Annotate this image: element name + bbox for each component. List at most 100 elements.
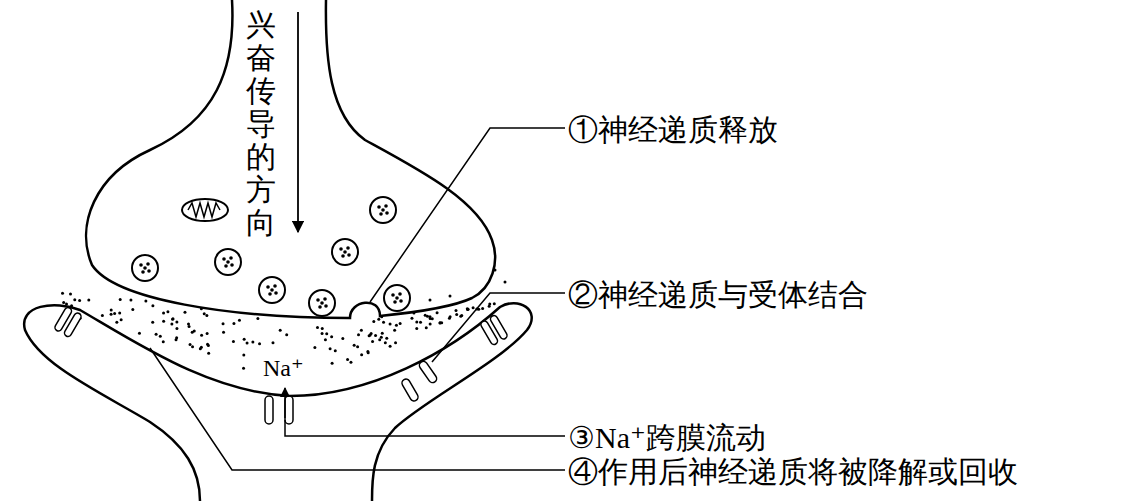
neurotransmitter-dot: [119, 298, 122, 301]
callout-label: ④作用后神经递质将被降解或回收: [568, 452, 1018, 493]
neurotransmitter-dot: [70, 304, 73, 307]
neurotransmitter-dot: [466, 307, 469, 310]
neurotransmitter-dot: [357, 333, 360, 336]
neurotransmitter-dot: [188, 325, 191, 328]
neurotransmitter-dot: [393, 329, 396, 332]
neurotransmitter-dot: [455, 313, 458, 316]
ion-label: Na⁺: [263, 354, 304, 382]
neurotransmitter-dot: [170, 322, 173, 325]
neurotransmitter-dot: [436, 311, 439, 314]
neurotransmitter-dot: [207, 352, 210, 355]
neurotransmitter-dot: [159, 335, 162, 338]
neurotransmitter-dot: [238, 319, 241, 322]
neurotransmitter-dot: [162, 320, 165, 323]
neurotransmitter-dot: [385, 337, 388, 340]
neurotransmitter-dot: [481, 307, 484, 310]
neurotransmitter-dot: [454, 309, 457, 312]
neurotransmitter-dot: [360, 353, 363, 356]
neurotransmitter-dot: [369, 334, 372, 337]
neurotransmitter-dot: [325, 332, 328, 335]
neurotransmitter-dot: [175, 338, 178, 341]
neurotransmitter-dot: [459, 315, 462, 318]
neurotransmitter-dot: [189, 343, 192, 346]
neurotransmitter-dot: [251, 340, 254, 343]
neurotransmitter-dot: [175, 320, 178, 323]
neurotransmitter-dot: [285, 333, 288, 336]
neurotransmitter-dot: [449, 295, 452, 298]
neurotransmitter-dot: [377, 318, 380, 321]
neurotransmitter-dot: [415, 321, 418, 324]
neurotransmitter-dot: [374, 334, 377, 337]
neurotransmitter-dot: [191, 331, 194, 334]
neurotransmitter-dot: [466, 308, 469, 311]
neurotransmitter-dot: [222, 322, 225, 325]
neurotransmitter-dot: [256, 317, 259, 320]
neurotransmitter-dot: [258, 342, 261, 345]
callout-label: ②神经递质与受体结合: [568, 275, 868, 316]
synaptic-vesicle: [309, 290, 335, 316]
neurotransmitter-dot: [118, 311, 121, 314]
neurotransmitter-dot: [171, 318, 174, 321]
neurotransmitter-dot: [313, 346, 316, 349]
neurotransmitter-dot: [151, 304, 154, 307]
neurotransmitter-dot: [222, 331, 225, 334]
synaptic-vesicle: [332, 239, 358, 265]
neurotransmitter-dot: [191, 345, 194, 348]
neurotransmitter-dot: [440, 321, 443, 324]
neurotransmitter-dot: [242, 367, 245, 370]
neurotransmitter-dot: [205, 314, 208, 317]
neurotransmitter-dot: [429, 323, 432, 326]
neurotransmitter-dot: [504, 281, 507, 284]
neurotransmitter-dot: [162, 312, 165, 315]
neurotransmitter-dot: [316, 326, 319, 329]
synaptic-vesicle: [215, 249, 241, 275]
neurotransmitter-dot: [426, 315, 429, 318]
neurotransmitter-dot: [183, 311, 186, 314]
neurotransmitter-dot: [115, 321, 118, 324]
presynaptic-terminal: [86, 0, 495, 318]
neurotransmitter-dot: [200, 307, 203, 310]
neurotransmitter-dot: [321, 332, 324, 335]
neurotransmitter-dot: [155, 333, 158, 336]
neurotransmitter-dot: [232, 322, 235, 325]
neurotransmitter-dot: [488, 305, 491, 308]
neurotransmitter-dot: [346, 358, 349, 361]
neurotransmitter-dot: [467, 308, 470, 311]
neurotransmitter-dot: [382, 321, 385, 324]
synaptic-vesicle: [384, 285, 410, 311]
neurotransmitter-dot: [131, 308, 134, 311]
direction-arrow: [297, 12, 299, 232]
neurotransmitter-dot: [331, 362, 334, 365]
neurotransmitter-dot: [61, 292, 64, 295]
neurotransmitter-dot: [324, 338, 327, 341]
neurotransmitter-dot: [166, 310, 169, 313]
neurotransmitter-dot: [494, 269, 497, 272]
neurotransmitter-dot: [206, 332, 209, 335]
neurotransmitter-dot: [419, 321, 422, 324]
synaptic-vesicle: [132, 255, 158, 281]
neurotransmitter-dot: [399, 322, 402, 325]
neurotransmitter-dot: [113, 312, 116, 315]
neurotransmitter-dot: [65, 303, 68, 306]
neurotransmitter-dot: [472, 306, 475, 309]
synaptic-vesicle: [370, 197, 396, 223]
neurotransmitter-dot: [425, 326, 428, 329]
neurotransmitter-dot: [242, 354, 245, 357]
receptors: [54, 306, 509, 424]
neurotransmitter-dot: [175, 327, 178, 330]
neurotransmitter-dot: [349, 361, 352, 364]
neurotransmitter-dot: [460, 314, 463, 317]
neurotransmitter-dot: [380, 336, 383, 339]
neurotransmitter-dot: [449, 315, 452, 318]
neurotransmitter-dot: [162, 340, 165, 343]
neurotransmitter-dot: [389, 323, 392, 326]
neurotransmitter-dot: [330, 335, 333, 338]
neurotransmitter-dot: [120, 318, 123, 321]
neurotransmitter-dot: [415, 327, 418, 330]
neurotransmitter-dot: [246, 342, 249, 345]
synaptic-vesicle: [259, 277, 285, 303]
neurotransmitter-dot: [110, 309, 113, 312]
neurotransmitter-dot: [206, 343, 209, 346]
neurotransmitter-dot: [389, 345, 392, 348]
